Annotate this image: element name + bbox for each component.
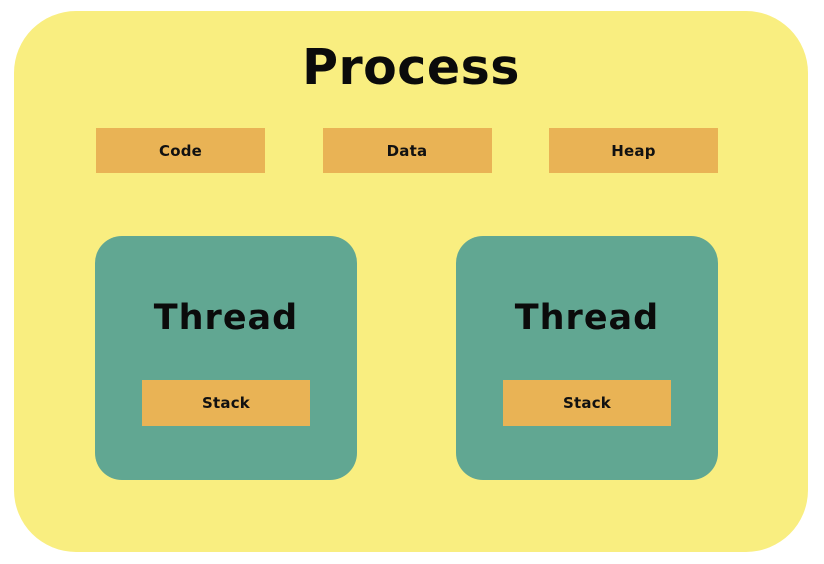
process-container: Process Code Data Heap Thread Stack Thre… — [14, 11, 808, 552]
memory-segment-row: Code Data Heap — [96, 128, 718, 173]
thread-box-1[interactable]: Thread Stack — [95, 236, 357, 480]
stack-box-1[interactable]: Stack — [142, 380, 310, 426]
thread-title-1: Thread — [153, 298, 299, 338]
thread-row: Thread Stack Thread Stack — [95, 236, 718, 480]
segment-label-heap: Heap — [611, 141, 656, 160]
stack-box-2[interactable]: Stack — [503, 380, 671, 426]
thread-title-2: Thread — [514, 298, 660, 338]
segment-label-code: Code — [158, 141, 203, 160]
thread-box-2[interactable]: Thread Stack — [456, 236, 718, 480]
stack-label-2: Stack — [563, 394, 611, 412]
segment-box-heap[interactable]: Heap — [549, 128, 718, 173]
segment-label-data: Data — [386, 141, 428, 160]
process-title: Process — [302, 39, 520, 96]
segment-box-data[interactable]: Data — [322, 128, 492, 173]
segment-box-code[interactable]: Code — [96, 128, 265, 173]
stack-label-1: Stack — [202, 394, 250, 412]
